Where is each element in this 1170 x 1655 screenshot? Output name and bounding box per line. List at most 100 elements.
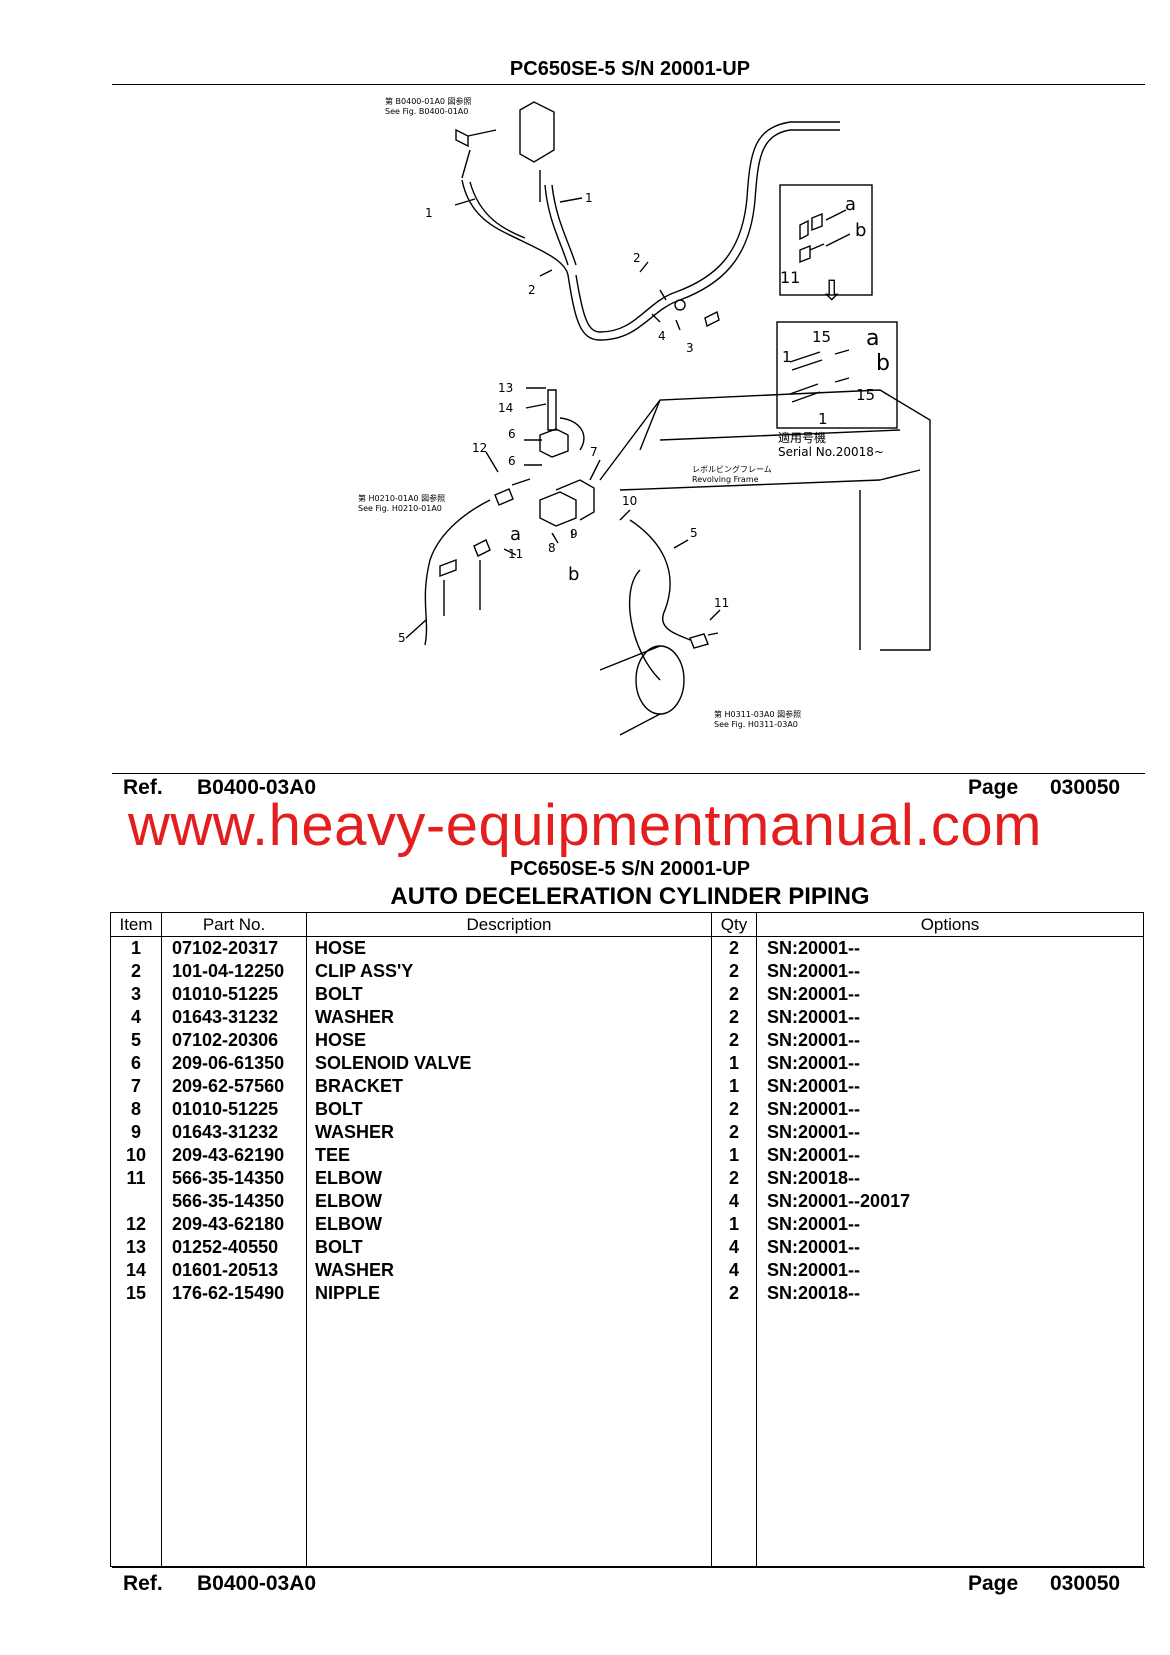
col-part-no: Part No. [161, 912, 307, 937]
cell-qty: 2 [711, 1029, 757, 1052]
cell-qty: 2 [711, 1282, 757, 1305]
cell-part-no: 07102-20317 [161, 936, 307, 960]
cell-item: 13 [110, 1236, 162, 1259]
cell-item [110, 1190, 162, 1213]
cell-options: SN:20001-- [756, 1236, 1144, 1259]
ref-note-top-jp: 第 B0400-01A0 図参照 [385, 96, 472, 106]
cell-options: SN:20001-- [756, 1098, 1144, 1121]
inset-top-a: a [845, 194, 856, 215]
cell-description: BOLT [306, 1236, 712, 1259]
ref-note-bottom-en: See Fig. H0311-03A0 [714, 720, 798, 729]
label-a: a [510, 524, 521, 545]
footer-rule-top [112, 773, 1145, 774]
cell-part-no: 566-35-14350 [161, 1167, 307, 1190]
cell-part-no: 209-43-62190 [161, 1144, 307, 1167]
col-item: Item [110, 912, 162, 937]
cell-part-no: 07102-20306 [161, 1029, 307, 1052]
revolving-frame [599, 389, 931, 651]
cell-item: 5 [110, 1029, 162, 1052]
cell-options: SN:20001-- [756, 1052, 1144, 1075]
page-label-bottom: Page [968, 1572, 1019, 1595]
callout-5b: 5 [398, 631, 406, 645]
empty-cell [110, 1305, 162, 1567]
hose-5 [629, 519, 691, 641]
cell-part-no: 01643-31232 [161, 1006, 307, 1029]
empty-cell [161, 1305, 307, 1567]
col-qty: Qty [711, 912, 757, 937]
cell-options: SN:20001-- [756, 936, 1144, 960]
inset-top [779, 184, 873, 296]
ref-note-top-en: See Fig. B0400-01A0 [385, 107, 468, 116]
inset-top-b: b [855, 220, 866, 241]
watermark-url: www.heavy-equipmentmanual.com [128, 793, 1042, 858]
cell-item: 8 [110, 1098, 162, 1121]
cell-description: WASHER [306, 1121, 712, 1144]
serial-label-en: Serial No.20018~ [778, 445, 884, 459]
cell-part-no: 176-62-15490 [161, 1282, 307, 1305]
callout-1b: 1 [585, 191, 593, 205]
label-b: b [568, 564, 579, 585]
cell-qty: 2 [711, 1098, 757, 1121]
callout-10: 10 [622, 494, 637, 508]
table-filler-row [110, 1305, 1144, 1567]
callout-8: 8 [548, 541, 556, 555]
cell-part-no: 209-06-61350 [161, 1052, 307, 1075]
cell-qty: 1 [711, 1144, 757, 1167]
cell-description: TEE [306, 1144, 712, 1167]
callout-6b: 6 [508, 454, 516, 468]
inset-top-item-11: 11 [780, 268, 800, 287]
inset-bottom-1b: 1 [818, 410, 828, 428]
cell-item: 4 [110, 1006, 162, 1029]
cell-part-no: 01010-51225 [161, 983, 307, 1006]
cell-item: 10 [110, 1144, 162, 1167]
cell-options: SN:20018-- [756, 1167, 1144, 1190]
cell-item: 14 [110, 1259, 162, 1282]
cell-qty: 1 [711, 1052, 757, 1075]
ref-value-top: B0400-03A0 [197, 776, 317, 799]
callout-1a: 1 [425, 206, 433, 220]
cell-part-no: 209-62-57560 [161, 1075, 307, 1098]
callout-11b: 11 [714, 596, 729, 610]
serial-label-jp: 適用号機 [778, 430, 826, 445]
cell-item: 2 [110, 960, 162, 983]
cell-qty: 2 [711, 1121, 757, 1144]
cell-item: 6 [110, 1052, 162, 1075]
frame-label-en: Revolving Frame [692, 475, 759, 484]
cell-description: SOLENOID VALVE [306, 1052, 712, 1075]
cell-part-no: 01643-31232 [161, 1121, 307, 1144]
pipe-long-a [567, 129, 840, 341]
empty-cell [756, 1305, 1144, 1567]
cell-qty: 2 [711, 936, 757, 960]
cell-description: ELBOW [306, 1167, 712, 1190]
cell-qty: 2 [711, 983, 757, 1006]
cell-item: 1 [110, 936, 162, 960]
empty-cell [306, 1305, 712, 1567]
callout-11a: 11 [508, 547, 523, 561]
cell-item: 7 [110, 1075, 162, 1098]
callout-13: 13 [498, 381, 513, 395]
inset-bottom-1a: 1 [782, 348, 792, 366]
header-rule [112, 84, 1145, 85]
cell-item: 15 [110, 1282, 162, 1305]
cell-item: 11 [110, 1167, 162, 1190]
inset-bottom-15b: 15 [856, 386, 875, 404]
cell-options: SN:20001-- [756, 983, 1144, 1006]
inset-bottom [776, 321, 898, 429]
page-value-top: 030050 [1050, 776, 1121, 799]
cell-description: WASHER [306, 1259, 712, 1282]
ref-label-top: Ref. [123, 776, 163, 799]
callout-7: 7 [590, 445, 598, 459]
col-description: Description [306, 912, 712, 937]
callout-4: 4 [658, 329, 666, 343]
callout-9: 9 [570, 527, 578, 541]
page-label-top: Page [968, 776, 1019, 799]
